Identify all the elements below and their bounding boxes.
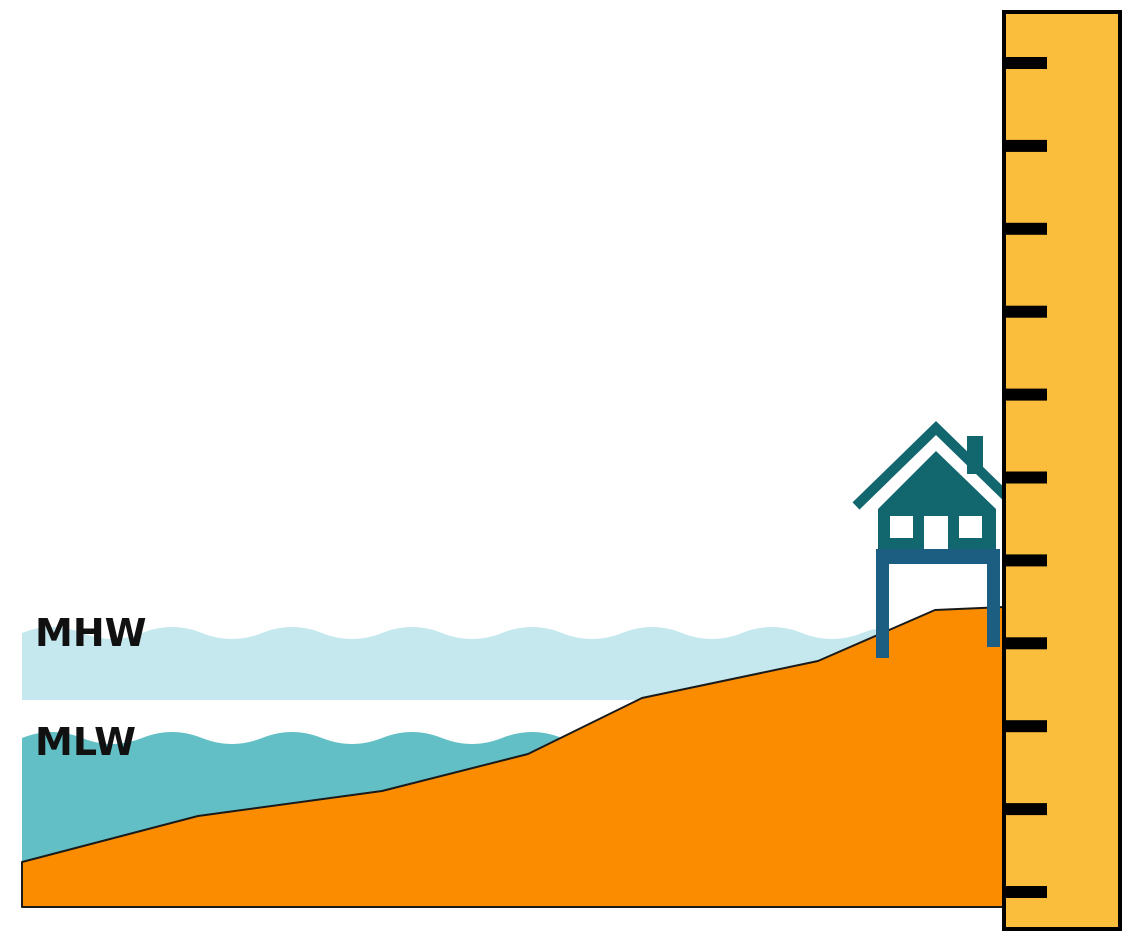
ruler-tick xyxy=(1004,471,1047,484)
house-stilt-left xyxy=(876,549,889,658)
ruler-tick xyxy=(1004,139,1047,152)
ruler-tick xyxy=(1004,388,1047,401)
ruler-tick xyxy=(1004,637,1047,650)
ruler-body xyxy=(1002,10,1122,931)
house-door xyxy=(924,516,948,552)
ruler-tick xyxy=(1004,222,1047,235)
measuring-ruler-icon xyxy=(1002,10,1122,931)
ruler-tick xyxy=(1004,886,1047,898)
mlw-label: MLW xyxy=(35,720,136,764)
high-water-band xyxy=(22,627,890,700)
house-floor-beam xyxy=(876,549,1000,564)
house-window-left xyxy=(890,516,913,538)
ruler-tick xyxy=(1004,720,1047,733)
house-on-stilts-icon xyxy=(852,421,1020,658)
ruler-ticks xyxy=(1004,57,1047,898)
ruler-tick xyxy=(1004,803,1047,816)
shore-ground xyxy=(21,606,1005,908)
house-stilt-right xyxy=(987,549,1000,647)
mhw-label: MHW xyxy=(35,611,147,655)
ruler-tick xyxy=(1004,57,1047,69)
ruler-tick xyxy=(1004,554,1047,567)
house-window-right xyxy=(959,516,982,538)
ruler-tick xyxy=(1004,305,1047,318)
house-roof xyxy=(852,421,1020,510)
